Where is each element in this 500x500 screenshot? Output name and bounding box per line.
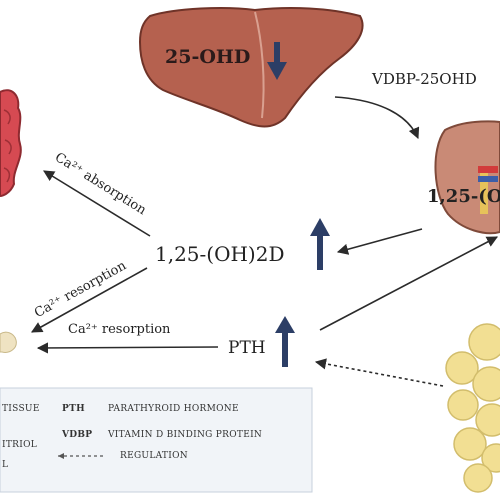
legend-definition: REGULATION	[120, 451, 188, 461]
pth-to-kidney-arrow	[319, 236, 498, 331]
legend-definition: PARATHYROID HORMONE	[108, 404, 239, 414]
legend-abbr: VDBP	[62, 430, 93, 440]
liver-25ohd-label: 25-OHD	[165, 46, 251, 68]
resorption-pth-arrow	[36, 342, 219, 354]
regulation-legend-arrowhead	[58, 453, 64, 459]
legend-definition: VITAMIN D BINDING PROTEIN	[108, 430, 263, 440]
increase-arrow-icon	[275, 316, 295, 367]
increase-arrow-icon	[310, 218, 330, 270]
liver-illustration	[138, 7, 364, 128]
fat-to-pth-regulation-arrow	[314, 358, 444, 387]
legend-left-item: TISSUE	[2, 404, 40, 414]
absorption-arrow	[43, 170, 151, 237]
bone-illustration	[0, 331, 17, 353]
decrease-arrow-icon	[267, 42, 287, 80]
legend-left-item: L	[2, 460, 9, 470]
legend-abbr: PTH	[62, 404, 85, 414]
intestine-illustration	[0, 89, 22, 198]
kidney-to-active-d-arrow	[336, 228, 423, 255]
liver-to-kidney-arrow	[334, 96, 420, 140]
vdbp-25ohd-label: VDBP-25OHD	[372, 70, 477, 88]
kidney-illustration	[434, 120, 500, 235]
kidney-active-d-label: 1,25-(O	[427, 186, 500, 207]
legend-box	[0, 387, 313, 493]
active-vitamin-d-label: 1,25-(OH)2D	[155, 242, 285, 266]
adipose-tissue-illustration	[445, 323, 500, 493]
resorption-d-arrow	[31, 267, 148, 333]
resorption-pth-arrow-label: Ca²⁺ resorption	[68, 322, 171, 337]
pth-label: PTH	[228, 338, 266, 358]
legend-left-item: ITRIOL	[2, 440, 38, 450]
